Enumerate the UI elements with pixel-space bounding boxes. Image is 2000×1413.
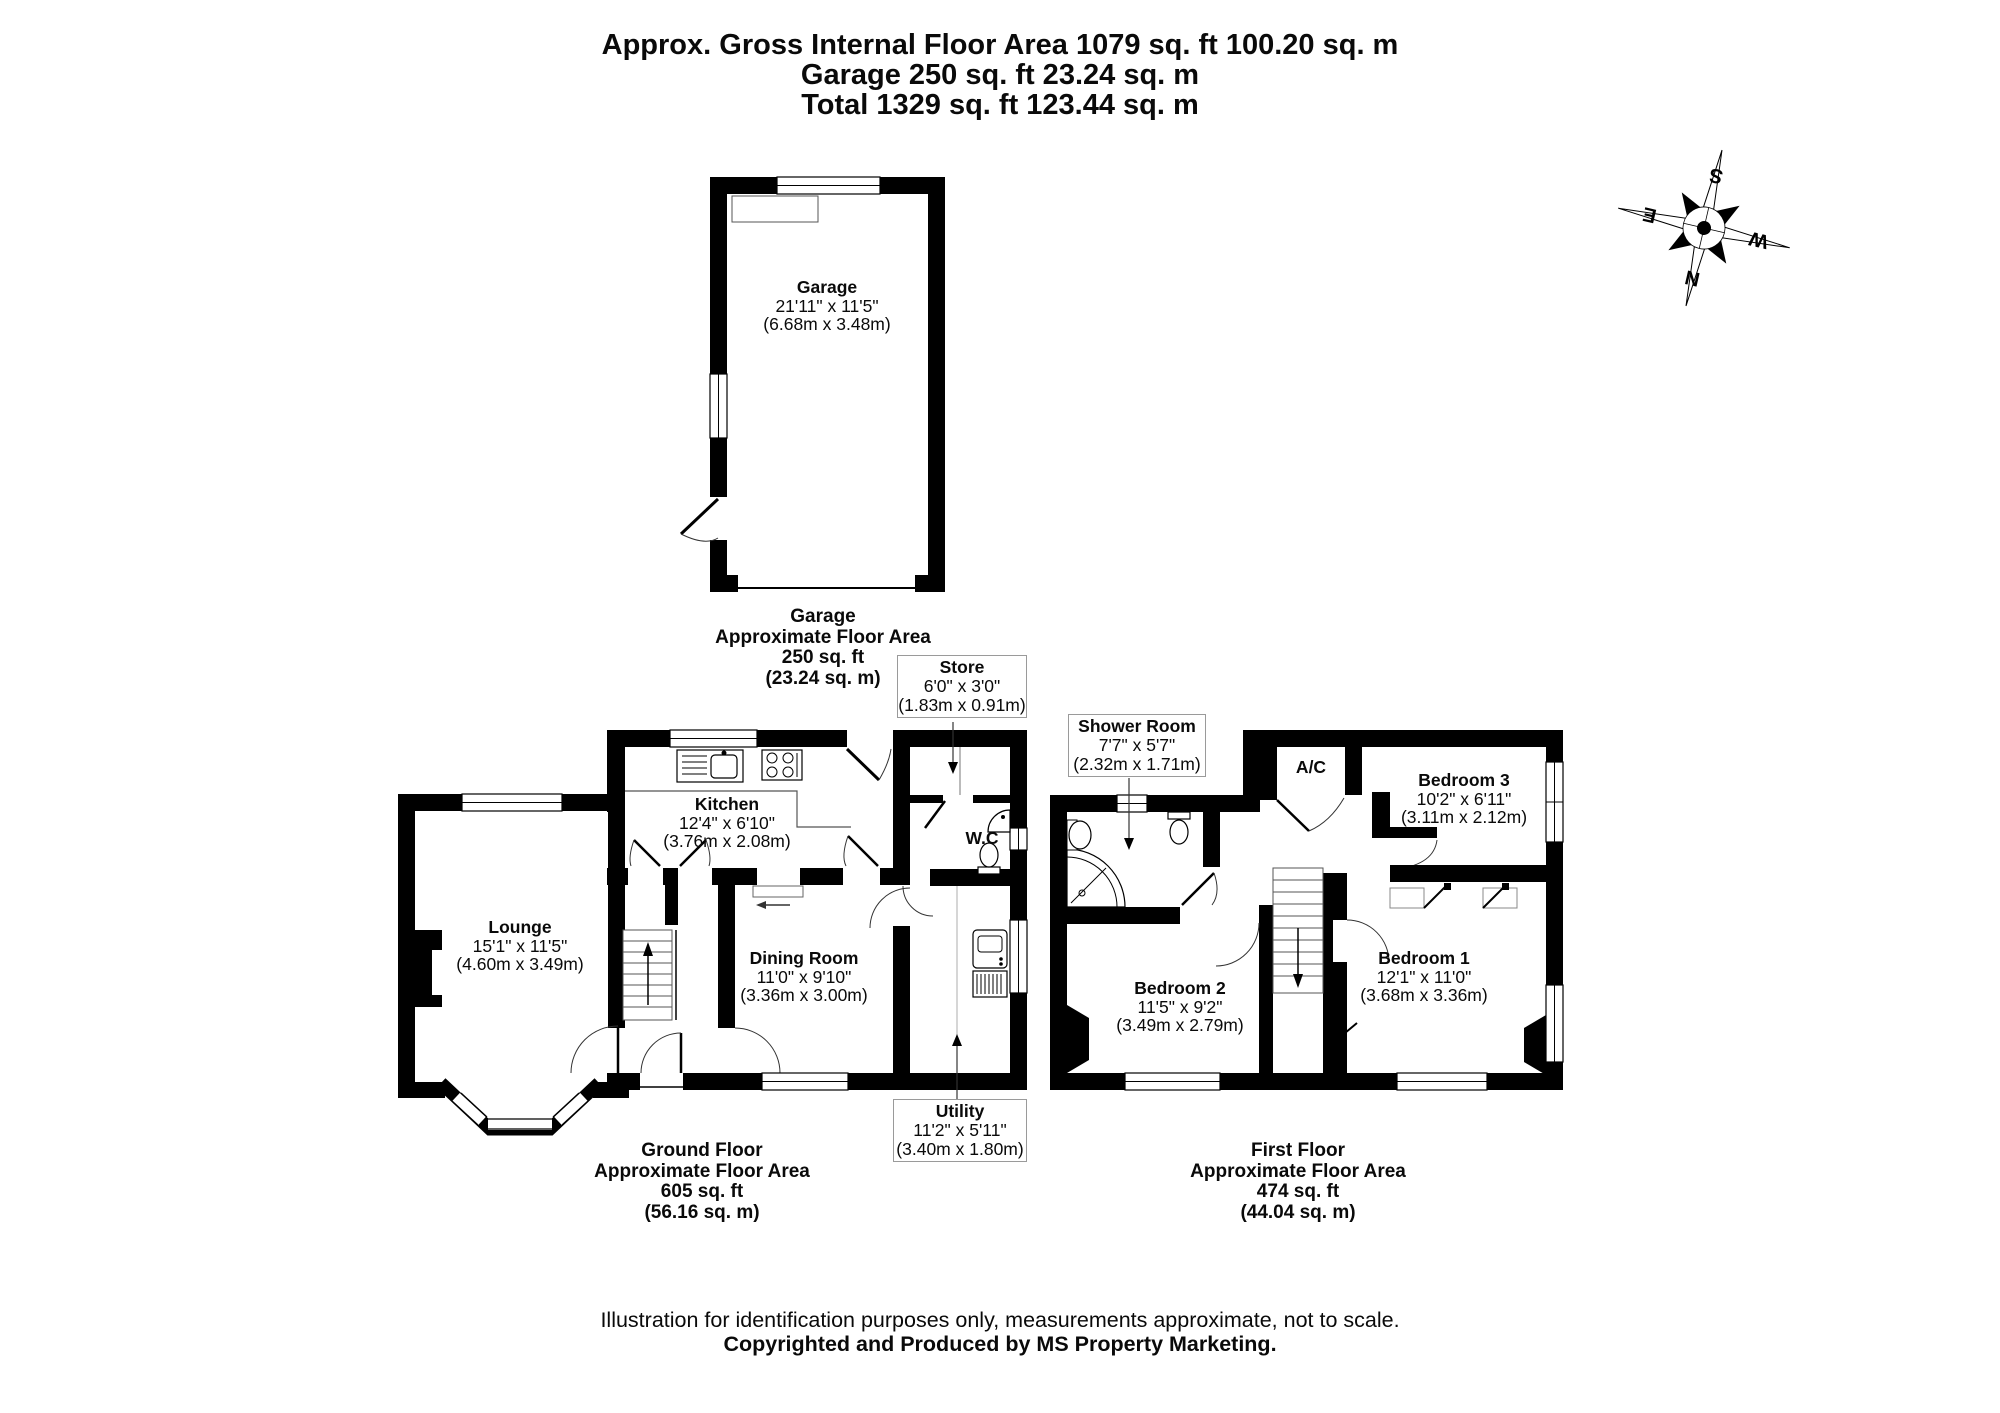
shower-tray-icon <box>1066 848 1126 908</box>
compass-south-label: S <box>1707 163 1725 187</box>
front-door <box>640 1032 683 1074</box>
bedroom3-room-label: Bedroom 3 10'2" x 6'11" (3.11m x 2.12m) <box>1400 770 1528 827</box>
garage-area-caption: Garage Approximate Floor Area 250 sq. ft… <box>715 606 931 689</box>
kitchen-counter <box>625 790 851 828</box>
disclaimer-line-2: Copyrighted and Produced by MS Property … <box>723 1332 1277 1356</box>
title-block: Approx. Gross Internal Floor Area 1079 s… <box>602 30 1399 120</box>
disclaimer-line-1: Illustration for identification purposes… <box>600 1308 1400 1332</box>
bedroom2-room-label: Bedroom 2 11'5" x 9'2" (3.49m x 2.79m) <box>1116 978 1244 1035</box>
bedroom1-chimney <box>1524 1015 1546 1075</box>
bedroom1-closets <box>1389 883 1518 909</box>
wc-corner-sink-icon <box>987 809 1011 833</box>
compass-east-label: E <box>1641 202 1659 226</box>
shower-toilet-icon <box>1167 811 1191 845</box>
first-floor-plan <box>1050 730 1564 1091</box>
first-floor-caption: First Floor Approximate Floor Area 474 s… <box>1190 1140 1406 1223</box>
garage-room-label: Garage 21'11" x 11'5" (6.68m x 3.48m) <box>763 277 891 334</box>
compass-west-label: W <box>1747 227 1770 253</box>
utility-label-box: Utility 11'2" x 5'11" (3.40m x 1.80m) <box>893 1099 1027 1162</box>
bedroom1-room-label: Bedroom 1 12'1" x 11'0" (3.68m x 3.36m) <box>1360 948 1488 1005</box>
label-leader-arrows <box>948 722 1134 1099</box>
title-line-2: Garage 250 sq. ft 23.24 sq. m <box>800 59 1200 91</box>
bay-window <box>398 1078 629 1136</box>
disclaimer: Illustration for identification purposes… <box>600 1308 1399 1356</box>
garage-plan <box>679 176 945 592</box>
compass-north-label: N <box>1683 265 1702 290</box>
lounge-room-label: Lounge 15'1" x 11'5" (4.60m x 3.49m) <box>456 917 584 974</box>
wc-room-label: W.C <box>965 828 999 848</box>
hob-icon <box>761 749 803 781</box>
stairs-first <box>1259 867 1333 1073</box>
title-line-3: Total 1329 sq. ft 123.44 sq. m <box>801 89 1199 121</box>
ground-floor-plan <box>398 729 1028 1136</box>
stairs-ground <box>622 929 677 1021</box>
garage-side-door <box>679 497 720 542</box>
dining-room-label: Dining Room 11'0" x 9'10" (3.36m x 3.00m… <box>740 948 868 1005</box>
ground-floor-caption: Ground Floor Approximate Floor Area 605 … <box>594 1140 810 1223</box>
wc-toilet-icon <box>977 842 1001 875</box>
bedroom2-chimney <box>1067 1005 1089 1073</box>
wc-door-arc <box>902 885 934 917</box>
serving-hatch <box>752 885 804 909</box>
compass-icon: N S E W <box>1618 149 1790 307</box>
shower-sink-icon <box>1066 819 1092 851</box>
ac-closet-label: A/C <box>1295 757 1327 777</box>
title-line-1: Approx. Gross Internal Floor Area 1079 s… <box>601 29 1399 61</box>
sink-icon <box>676 749 744 783</box>
shower-room-label-box: Shower Room 7'7" x 5'7" (2.32m x 1.71m) <box>1068 714 1206 777</box>
store-label-box: Store 6'0" x 3'0" (1.83m x 0.91m) <box>897 655 1027 718</box>
kitchen-room-label: Kitchen 12'4" x 6'10" (3.76m x 2.08m) <box>663 794 791 851</box>
washer-icon <box>972 929 1008 998</box>
